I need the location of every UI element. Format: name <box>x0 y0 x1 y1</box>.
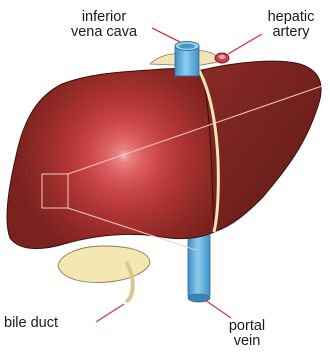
label-ha-line1: hepatic <box>256 10 326 25</box>
label-ivc-line2: vena cava <box>52 25 156 40</box>
liver-right-lobe <box>202 61 321 232</box>
label-pv-line1: portal <box>212 319 282 334</box>
label-bile-duct: bile duct <box>4 316 94 331</box>
hepatic-artery-lumen <box>219 55 226 59</box>
label-inferior-vena-cava: inferior vena cava <box>52 10 156 40</box>
label-pv-line2: vein <box>212 334 282 349</box>
ivc-lumen <box>179 44 195 49</box>
label-portal-vein: portal vein <box>212 319 282 349</box>
leader-line-portal-vein <box>205 300 231 318</box>
gallbladder <box>58 246 150 282</box>
label-hepatic-artery: hepatic artery <box>256 10 326 40</box>
leader-line-bile-duct <box>96 304 124 322</box>
leader-line-ivc <box>152 28 180 42</box>
label-ha-line2: artery <box>256 25 326 40</box>
label-bd-text: bile duct <box>4 316 94 331</box>
label-ivc-line1: inferior <box>52 10 156 25</box>
